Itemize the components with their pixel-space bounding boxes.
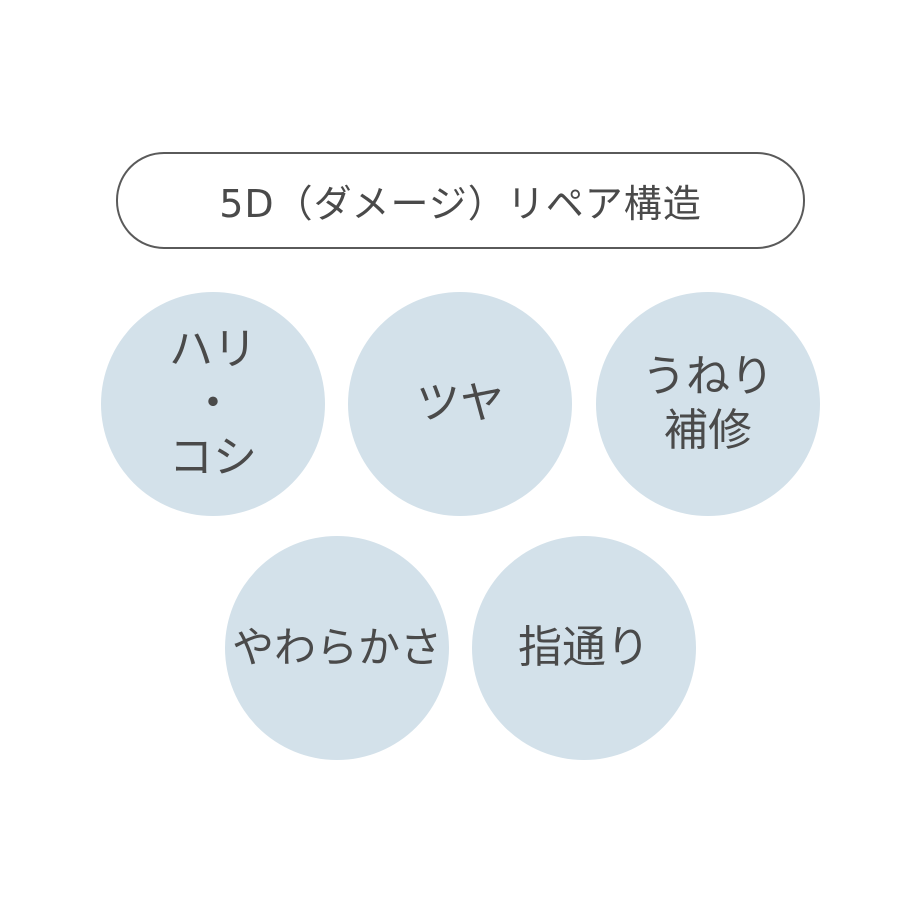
feature-label-line: うねり	[642, 351, 774, 403]
feature-label-line: ・	[191, 378, 235, 430]
feature-circle-uneri-hoshu: うねり 補修	[596, 292, 820, 516]
feature-label-line: コシ	[169, 431, 257, 483]
feature-label-line: ツヤ	[416, 378, 504, 430]
feature-circle-hari-koshi: ハリ ・ コシ	[101, 292, 325, 516]
feature-label-line: 指通り	[518, 622, 650, 674]
feature-label-line: ハリ	[169, 324, 257, 376]
feature-circle-yawarakasa: やわらかさ	[225, 536, 449, 760]
feature-circle-tsuya: ツヤ	[348, 292, 572, 516]
title-pill: 5D（ダメージ）リペア構造	[116, 152, 805, 249]
feature-label-line: やわらかさ	[231, 623, 442, 673]
title-text: 5D（ダメージ）リペア構造	[219, 182, 702, 226]
feature-label-line: 補修	[664, 405, 752, 456]
feature-circle-yubidoori: 指通り	[472, 536, 696, 760]
